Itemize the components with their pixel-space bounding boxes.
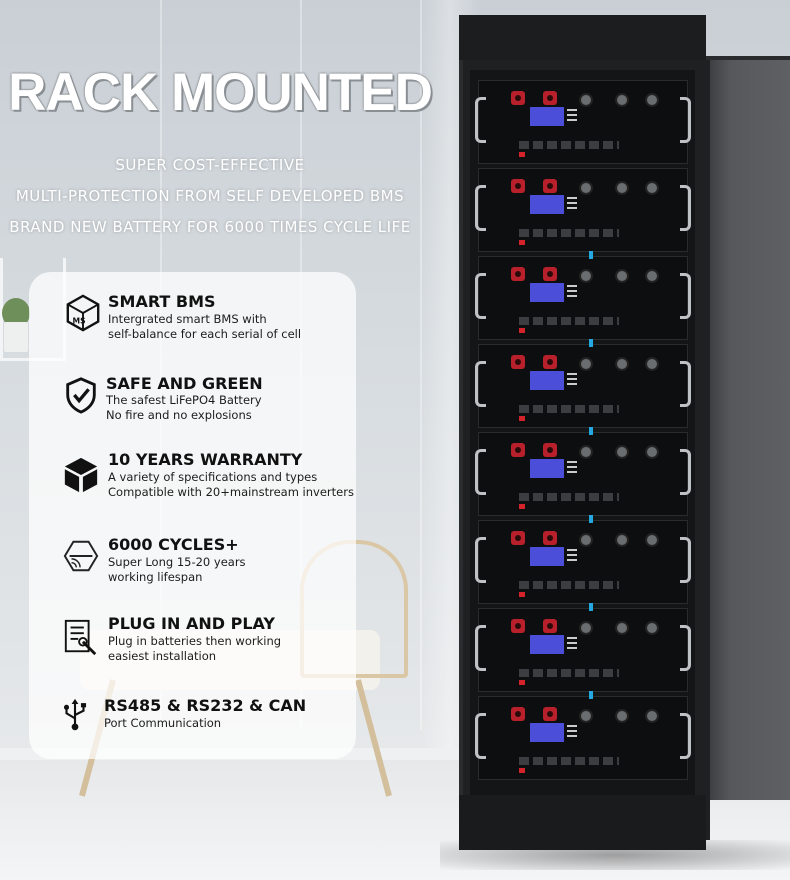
bms-display [530, 459, 564, 478]
hexagon-signal-icon [63, 540, 99, 572]
document-wrench-icon [64, 619, 97, 656]
feature-desc-line: self-balance for each serial of cell [108, 327, 302, 341]
bms-display [530, 723, 564, 742]
usb-icon [63, 698, 87, 731]
feature-desc-line: Super Long 15-20 years [108, 555, 246, 569]
feature-desc-line: A variety of specifications and types [108, 470, 318, 484]
feature-desc-line: Plug in batteries then working [108, 634, 282, 648]
tagline-2: MULTI-PROTECTION FROM SELF DEVELOPED BMS [15, 187, 405, 205]
rack-cabinet-door [706, 60, 790, 800]
bms-display [530, 107, 564, 126]
feature-desc-line: Intergrated smart BMS with [108, 312, 267, 326]
feature-desc-line: easiest installation [108, 649, 217, 663]
bms-display [530, 371, 564, 390]
features-card [29, 272, 356, 759]
feature-desc-line: working lifespan [108, 570, 203, 584]
battery-module [475, 168, 691, 252]
feature-title: PLUG IN AND PLAY [108, 614, 275, 633]
feature-desc-line: The safest LiFePO4 Battery [106, 393, 262, 407]
battery-module [475, 339, 691, 428]
headline: RACK MOUNTED [8, 63, 433, 122]
battery-module [475, 427, 691, 516]
feature-desc-line: Port Communication [104, 716, 222, 730]
bms-display [530, 635, 564, 654]
feature-desc-line: Compatible with 20+mainstream inverters [108, 485, 354, 499]
feature-desc-line: No fire and no explosions [106, 408, 252, 422]
battery-module [475, 251, 691, 340]
rack-cabinet-top [459, 15, 706, 63]
bms-display [530, 283, 564, 302]
tagline-1: SUPER COST-EFFECTIVE [115, 156, 305, 174]
bms-display [530, 547, 564, 566]
feature-title: 10 YEARS WARRANTY [108, 450, 303, 469]
battery-module [475, 691, 691, 780]
tagline-3: BRAND NEW BATTERY FOR 6000 TIMES CYCLE L… [9, 218, 411, 236]
bms-display [530, 195, 564, 214]
feature-title: SAFE AND GREEN [106, 374, 263, 393]
svg-text:MS: MS [73, 316, 86, 325]
box-icon [64, 457, 98, 493]
feature-title: SMART BMS [108, 292, 216, 311]
shield-check-icon [66, 377, 96, 414]
battery-module [475, 515, 691, 604]
battery-module [475, 603, 691, 692]
battery-module [475, 80, 691, 164]
bms-cube-icon: MS [66, 294, 100, 332]
feature-title: 6000 CYCLES+ [108, 535, 239, 554]
feature-title: RS485 & RS232 & CAN [104, 696, 307, 715]
